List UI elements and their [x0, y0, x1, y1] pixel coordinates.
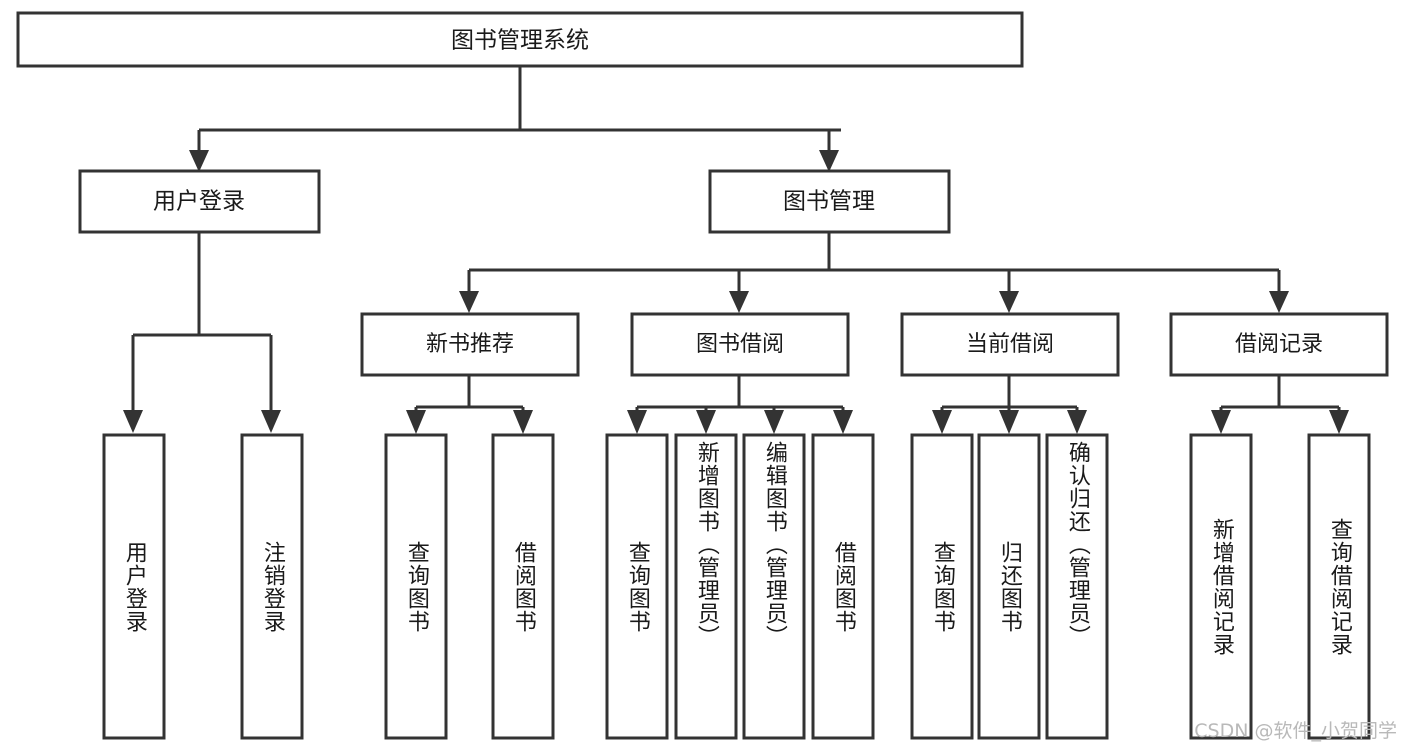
node-box-user-login[interactable]	[78, 169, 321, 234]
csdn-watermark: CSDN @软件_小贺同学	[1194, 720, 1397, 742]
node-box-book-borrow[interactable]	[630, 312, 850, 377]
node-box-leaf-return-book[interactable]	[977, 433, 1041, 740]
node-box-leaf-confirm-return[interactable]	[1045, 433, 1109, 740]
node-box-leaf-borrow-book-2[interactable]	[811, 433, 875, 740]
node-label-current-borrow: 当前借阅	[966, 332, 1054, 357]
connector-newbookrec-to-leaves	[406, 375, 533, 434]
node-box-borrow-record[interactable]	[1169, 312, 1389, 377]
node-box-leaf-edit-book[interactable]	[742, 433, 806, 740]
connector-bookborrow-to-leaves	[627, 375, 853, 434]
node-box-current-borrow[interactable]	[900, 312, 1120, 377]
node-label-user-login: 用户登录	[153, 189, 245, 215]
node-box-leaf-query-book-1[interactable]	[384, 433, 448, 740]
node-box-leaf-user-login[interactable]	[102, 433, 166, 740]
node-label-root: 图书管理系统	[451, 28, 589, 54]
node-box-leaf-user-logout[interactable]	[240, 433, 304, 740]
connector-root-to-level2	[189, 66, 841, 172]
node-label-borrow-record: 借阅记录	[1235, 332, 1323, 357]
connector-currentborrow-to-leaves	[932, 375, 1087, 434]
node-box-leaf-add-record[interactable]	[1189, 433, 1253, 740]
connector-borrowrecord-to-leaves	[1211, 375, 1349, 434]
node-box-book-manage[interactable]	[708, 169, 951, 234]
node-label-new-book-rec: 新书推荐	[426, 332, 514, 357]
node-box-leaf-borrow-book-1[interactable]	[491, 433, 555, 740]
node-label-book-borrow: 图书借阅	[696, 332, 784, 357]
node-box-root[interactable]	[16, 11, 1024, 68]
node-label-book-manage: 图书管理	[783, 189, 875, 215]
connector-bookmanage-to-level3	[459, 232, 1289, 313]
node-box-new-book-rec[interactable]	[360, 312, 580, 377]
node-box-leaf-query-book-2[interactable]	[605, 433, 669, 740]
node-box-leaf-add-book[interactable]	[674, 433, 738, 740]
connector-userlogin-to-leaves	[123, 232, 281, 433]
node-box-leaf-query-book-3[interactable]	[910, 433, 974, 740]
node-box-leaf-query-record[interactable]	[1307, 433, 1371, 740]
